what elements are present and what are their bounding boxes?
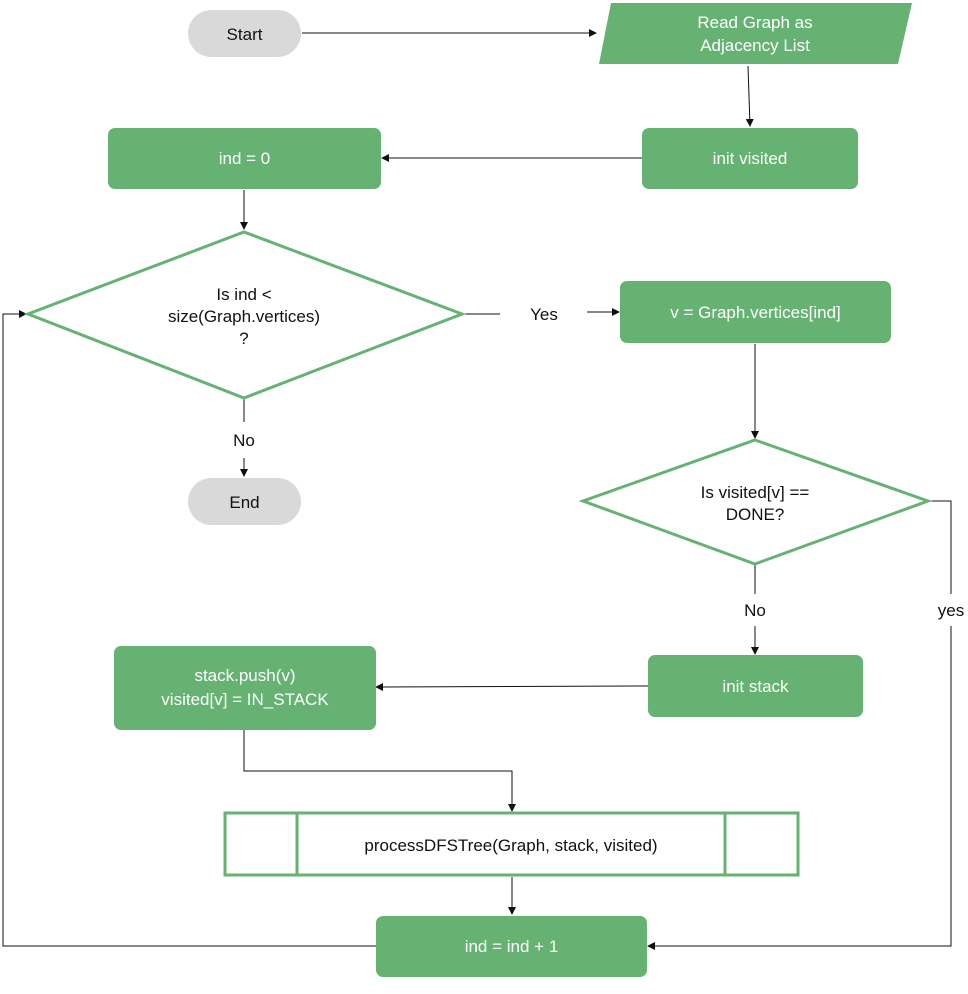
edge-label-visited-no: No — [744, 601, 766, 620]
push-stack-node: stack.push(v) visited[v] = IN_STACK — [114, 646, 376, 730]
start-label: Start — [227, 25, 263, 44]
check-ind-label-line-2: size(Graph.vertices) — [168, 307, 320, 326]
edge-label-visited-yes: yes — [938, 601, 964, 620]
start-node: Start — [188, 10, 301, 57]
edge-label-check-no: No — [233, 431, 255, 450]
push-stack-label-line-2: visited[v] = IN_STACK — [161, 690, 329, 709]
edge-read-to-init-visited — [745, 65, 754, 127]
check-visited-diamond-shape — [578, 438, 933, 566]
end-node: End — [188, 478, 301, 525]
process-dfs-label: processDFSTree(Graph, stack, visited) — [364, 836, 657, 855]
read-graph-io-shape — [599, 3, 912, 64]
edge-push-to-process — [243, 730, 516, 812]
end-label: End — [229, 493, 259, 512]
check-ind-label-line-1: Is ind < — [216, 285, 271, 304]
push-stack-label-line-1: stack.push(v) — [194, 666, 295, 685]
set-v-label: v = Graph.vertices[ind] — [670, 303, 841, 322]
check-ind-diamond-shape — [23, 230, 467, 400]
start-terminal-shape — [188, 10, 301, 57]
read-graph-label-line-1: Read Graph as — [697, 13, 812, 32]
check-visited-label-line-1: Is visited[v] == — [701, 483, 810, 502]
check-ind-decision: Is ind < size(Graph.vertices) ? — [23, 230, 467, 400]
check-visited-decision: Is visited[v] == DONE? — [578, 438, 933, 566]
init-stack-process-shape — [648, 655, 863, 717]
connectors — [2, 29, 952, 950]
process-dfs-node: processDFSTree(Graph, stack, visited) — [223, 811, 800, 877]
edge-label-check-yes: Yes — [530, 305, 558, 324]
init-stack-label: init stack — [722, 677, 789, 696]
check-visited-label-line-2: DONE? — [726, 505, 785, 524]
increment-label: ind = ind + 1 — [465, 937, 559, 956]
init-visited-node: init visited — [642, 128, 858, 189]
process-dfs-subroutine-shape — [223, 811, 800, 877]
check-ind-label-line-3: ? — [239, 329, 248, 348]
ind-zero-label: ind = 0 — [219, 149, 271, 168]
increment-process-shape — [376, 916, 647, 977]
read-graph-label-line-2: Adjacency List — [700, 36, 810, 55]
ind-zero-process-shape — [108, 128, 381, 189]
edge-visited-yes-to-increment — [647, 626, 952, 950]
edge-init-stack-to-push — [375, 682, 649, 691]
init-visited-process-shape — [642, 128, 858, 189]
set-v-process-shape — [620, 281, 891, 343]
push-stack-process-shape — [114, 646, 376, 730]
init-visited-label: init visited — [713, 149, 788, 168]
init-stack-node: init stack — [648, 655, 863, 717]
edge-increment-loop-to-check — [2, 310, 376, 947]
increment-node: ind = ind + 1 — [376, 916, 647, 977]
end-terminal-shape — [188, 478, 301, 525]
ind-zero-node: ind = 0 — [108, 128, 381, 189]
set-v-node: v = Graph.vertices[ind] — [620, 281, 891, 343]
read-graph-node: Read Graph as Adjacency List — [599, 3, 912, 64]
edge-visited-yes-segment-1 — [928, 500, 952, 594]
